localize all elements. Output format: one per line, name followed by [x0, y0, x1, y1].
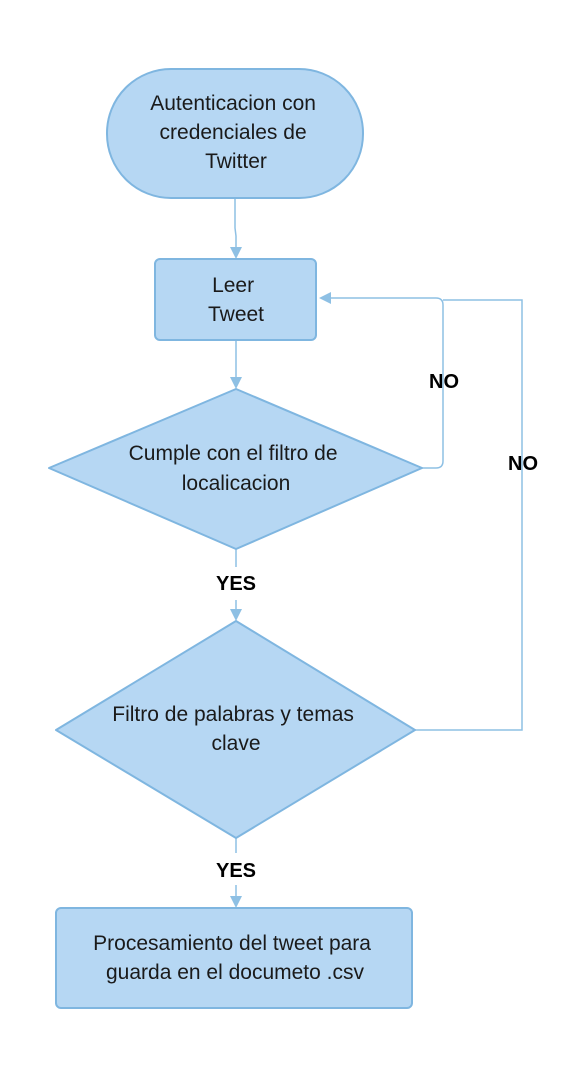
svg-text:Procesamiento del tweet para: Procesamiento del tweet para guarda en e… [93, 932, 377, 984]
read-line-2: Tweet [208, 303, 264, 326]
edge-label-location-no: NO [429, 371, 459, 393]
keywords-line-2: clave [211, 732, 260, 755]
auth-line-3: Twitter [205, 150, 267, 173]
decision-shape [48, 388, 423, 550]
process-shape [154, 258, 317, 341]
arrowhead-keywords-yes [230, 896, 242, 908]
svg-text:Autenticacion con creden: Autenticacion con credenciales de Twitte… [150, 92, 322, 173]
edge-auth-to-read [234, 198, 237, 250]
arrowhead-location-yes [230, 609, 242, 621]
edge-keywords-no [415, 299, 523, 731]
node-keywords: Filtro de palabras y temas clave [55, 620, 416, 839]
node-auth: Autenticacion con credenciales de Twitte… [106, 68, 364, 199]
node-location: Cumple con el filtro de localicacion [48, 388, 423, 550]
keywords-line-1: Filtro de palabras y temas [112, 703, 354, 726]
arrowhead-auth-to-read [230, 247, 242, 259]
node-process: Procesamiento del tweet para guarda en e… [55, 907, 413, 1009]
arrowhead-read-to-location [230, 377, 242, 389]
arrowhead-location-no [319, 292, 331, 304]
svg-text:Leer Tweet: Leer Tweet [208, 274, 264, 326]
edge-label-location-yes: YES [216, 573, 256, 595]
connectors [230, 198, 523, 908]
edge-labels: NO NO YES YES [216, 371, 538, 882]
process-line-1: Procesamiento del tweet para [93, 932, 371, 955]
auth-line-1: Autenticacion con [150, 92, 316, 115]
edge-location-no [330, 297, 444, 469]
svg-text:Filtro de palabras y temas: Filtro de palabras y temas clave [112, 703, 359, 755]
node-read: Leer Tweet [154, 258, 317, 341]
svg-text:Cumple con el filtro de: Cumple con el filtro de localicacion [129, 442, 344, 495]
decision-shape [55, 620, 416, 839]
location-line-1: Cumple con el filtro de [129, 442, 338, 465]
auth-line-2: credenciales de [160, 121, 307, 144]
edge-label-keywords-no: NO [508, 453, 538, 475]
terminal-shape [106, 68, 364, 199]
process-line-2: guarda en el documeto .csv [106, 961, 364, 984]
process-shape [55, 907, 413, 1009]
location-line-2: localicacion [182, 472, 291, 495]
edge-label-keywords-yes: YES [216, 860, 256, 882]
read-line-1: Leer [212, 274, 254, 297]
